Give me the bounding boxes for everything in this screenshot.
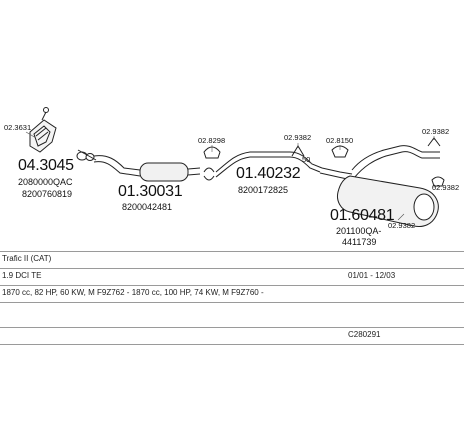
spec-cell: 1870 cc, 82 HP, 60 KW, M F9Z762 - 1870 c… — [2, 288, 264, 297]
part-ref: 2080000QAC — [18, 177, 73, 187]
date-cell: 01/01 - 12/03 — [348, 271, 396, 280]
part-ref: 201100QA- — [336, 226, 382, 236]
part-ref: 8200042481 — [122, 202, 173, 212]
catalytic-converter-drawing — [29, 107, 57, 153]
model-cell: Trafic II (CAT) — [2, 254, 52, 263]
small-part-label: 50 — [302, 155, 311, 164]
flange-drawing — [76, 149, 97, 161]
table-row: 1870 cc, 82 HP, 60 KW, M F9Z762 - 1870 c… — [0, 285, 464, 302]
front-pipe-drawing — [93, 155, 141, 177]
part-number-01-60481: 01.60481 — [330, 207, 395, 224]
part-ref: 8200760819 — [22, 189, 73, 199]
small-part-label: 02.9382 — [432, 183, 460, 192]
leader-lines — [25, 131, 435, 221]
middle-silencer-drawing — [139, 162, 201, 182]
small-part-label: 02.9382 — [422, 127, 450, 136]
part-number-04-3045: 04.3045 — [18, 157, 74, 174]
part-number-01-40232: 01.40232 — [236, 165, 301, 182]
exhaust-drawing — [25, 107, 445, 227]
part-ref: 4411739 — [342, 237, 377, 247]
reference-code-cell: C280291 — [348, 330, 381, 339]
clamp-drawing — [203, 167, 215, 181]
vehicle-info-table: Trafic II (CAT) 1.9 DCI TE 01/01 - 12/03… — [0, 251, 464, 345]
exhaust-diagram: 04.3045 2080000QAC 8200760819 01.30031 8… — [4, 107, 460, 247]
intermediate-pipe-drawing — [215, 151, 323, 178]
table-row: C280291 — [0, 327, 464, 345]
table-row — [0, 302, 464, 327]
part-ref: 8200172825 — [238, 185, 289, 195]
table-row: 1.9 DCI TE 01/01 - 12/03 — [0, 268, 464, 285]
engine-cell: 1.9 DCI TE — [2, 271, 42, 280]
small-part-label: 02.8150 — [326, 136, 354, 145]
small-part-label: 02.9382 — [284, 133, 312, 142]
small-part-label: 02.9382 — [388, 221, 416, 230]
rear-silencer-drawing — [337, 145, 440, 227]
part-number-01-30031: 01.30031 — [118, 183, 183, 200]
hanger-drawing — [203, 137, 445, 187]
table-row: Trafic II (CAT) — [0, 251, 464, 268]
small-part-label: 02.8298 — [198, 136, 226, 145]
small-part-label: 02.3631 — [4, 123, 32, 132]
